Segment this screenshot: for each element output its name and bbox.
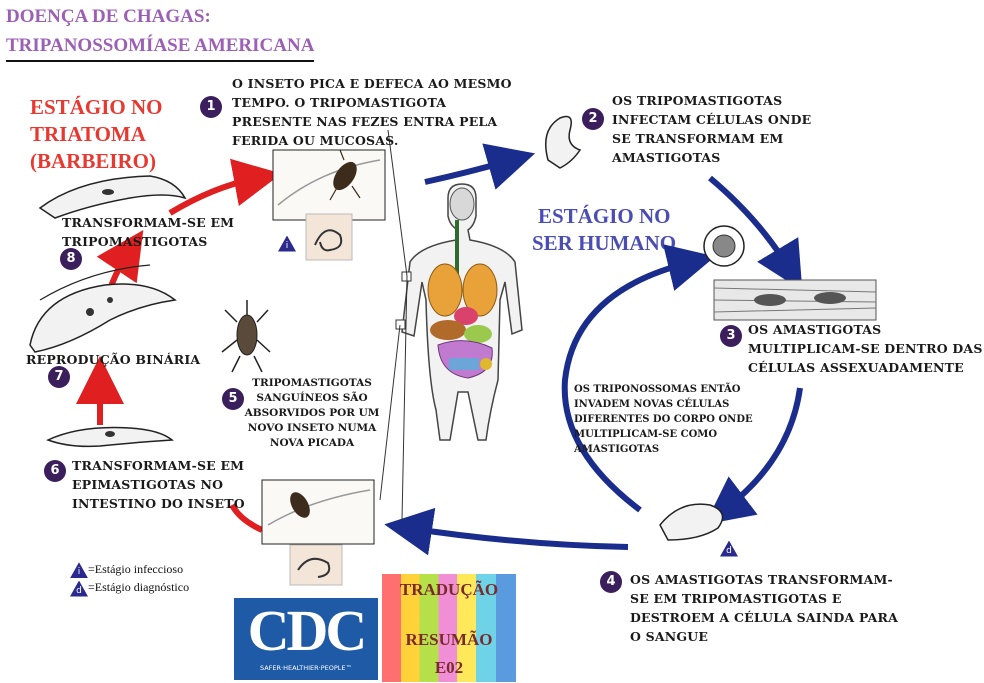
legend: i=Estágio infeccioso d=Estágio diagnósti… <box>70 560 189 597</box>
step-1-text: O INSETO PICA E DEFECA AO MESMO TEMPO. O… <box>232 74 512 150</box>
step-3-line: CÉLULAS ASSEXUADAMENTE <box>748 358 983 377</box>
infectious-stage-marker: i <box>278 233 296 252</box>
step-badge-6: 6 <box>44 460 66 482</box>
center-note-line: DIFERENTES DO CORPO ONDE <box>574 412 753 427</box>
step-badge-2: 2 <box>582 108 604 130</box>
step-badge-5: 5 <box>222 388 244 410</box>
center-note: OS TRIPONOSSOMAS ENTÃO INVADEM NOVAS CÉL… <box>574 382 753 457</box>
bite-box-bottom <box>262 480 374 544</box>
trypomastigote-parasite-8 <box>40 176 185 218</box>
step-1-line: PRESENTE NAS FEZES ENTRA PELA <box>232 112 512 131</box>
step-7-text: REPRODUÇÃO BINÁRIA <box>26 350 200 369</box>
trypomastigote-parasite-2 <box>546 117 580 169</box>
trypomastigote-inset-top <box>306 214 352 260</box>
step-6-line: INTESTINO DO INSETO <box>72 494 245 513</box>
translation-badge-line-3: E02 <box>382 658 516 678</box>
cdc-logo: CDC SAFER·HEALTHIER·PEOPLE™ <box>234 598 378 680</box>
step-4-text: OS AMASTIGOTAS TRANSFORMAM- SE EM TRIPOM… <box>630 570 898 646</box>
diagnostic-legend-icon: d <box>70 581 88 597</box>
step-1-line: FERIDA OU MUCOSAS. <box>232 131 512 150</box>
step-6-line: EPIMASTIGOTAS NO <box>72 475 245 494</box>
step-5-line: SANGUÍNEOS SÃO <box>244 391 380 406</box>
step-4-line: OS AMASTIGOTAS TRANSFORMAM- <box>630 570 898 589</box>
translation-badge-line-1: TRADUÇÃO <box>382 580 516 600</box>
center-note-line: OS TRIPONOSSOMAS ENTÃO <box>574 382 753 397</box>
step-2-line: INFECTAM CÉLULAS ONDE <box>612 110 811 129</box>
trypomastigote-parasite-4 <box>660 504 723 540</box>
diagnostic-stage-icon: d <box>720 541 738 557</box>
infectious-legend-icon: i <box>70 562 88 578</box>
step-4-line: SE EM TRIPOMASTIGOTAS E <box>630 589 898 608</box>
step-2-line: OS TRIPOMASTIGOTAS <box>612 91 811 110</box>
center-note-line: MULTIPLICAM-SE COMO <box>574 427 753 442</box>
center-note-line: AMASTIGOTAS <box>574 442 753 457</box>
step-7-line: REPRODUÇÃO BINÁRIA <box>26 350 200 369</box>
cdc-logo-tagline: SAFER·HEALTHIER·PEOPLE™ <box>234 664 378 672</box>
step-3-line: OS AMASTIGOTAS <box>748 320 983 339</box>
step-2-line: SE TRANSFORMAM EM <box>612 129 811 148</box>
step-5-line: NOVA PICADA <box>244 436 380 451</box>
legend-diagnostic: d=Estágio diagnóstico <box>70 578 189 596</box>
step-1-line: TEMPO. O TRIPOMASTIGOTA <box>232 93 512 112</box>
step-8-text: TRANSFORMAM-SE EM TRIPOMASTIGOTAS <box>62 213 234 251</box>
step-2-line: AMASTIGOTAS <box>612 148 811 167</box>
step-5-text: TRIPOMASTIGOTAS SANGUÍNEOS SÃO ABSORVIDO… <box>244 376 380 451</box>
step-badge-1: 1 <box>200 96 222 118</box>
step-6-text: TRANSFORMAM-SE EM EPIMASTIGOTAS NO INTES… <box>72 456 245 513</box>
step-4-line: O SANGUE <box>630 627 898 646</box>
blue-arrow-4-to-5 <box>408 528 628 547</box>
human-body-illustration <box>380 130 522 520</box>
step-1-line: O INSETO PICA E DEFECA AO MESMO <box>232 74 512 93</box>
step-6-line: TRANSFORMAM-SE EM <box>72 456 245 475</box>
step-2-text: OS TRIPOMASTIGOTAS INFECTAM CÉLULAS ONDE… <box>612 91 811 167</box>
step-badge-7: 7 <box>48 366 70 388</box>
legend-diagnostic-label: =Estágio diagnóstico <box>88 580 189 594</box>
translation-badge-line-2: RESUMÃO <box>382 630 516 650</box>
step-5-line: TRIPOMASTIGOTAS <box>244 376 380 391</box>
step-5-line: NOVO INSETO NUMA <box>244 421 380 436</box>
step-8-line: TRANSFORMAM-SE EM <box>62 213 234 232</box>
binary-fission-parasite-7 <box>30 284 175 352</box>
step-badge-4: 4 <box>600 571 622 593</box>
infectious-stage-icon: i <box>278 236 296 252</box>
bite-box-top <box>273 150 385 220</box>
step-8-line: TRIPOMASTIGOTAS <box>62 232 234 251</box>
legend-infectious: i=Estágio infeccioso <box>70 560 189 578</box>
legend-infectious-label: =Estágio infeccioso <box>88 562 183 576</box>
trypomastigote-inset-bottom <box>290 545 342 585</box>
diagnostic-stage-marker: d <box>720 538 738 557</box>
step-3-line: MULTIPLICAM-SE DENTRO DAS <box>748 339 983 358</box>
translation-badge: TRADUÇÃO RESUMÃO E02 <box>382 574 516 682</box>
cdc-logo-text: CDC <box>234 598 378 664</box>
step-5-line: ABSORVIDOS POR UM <box>244 406 380 421</box>
step-badge-3: 3 <box>720 325 742 347</box>
step-badge-8: 8 <box>60 248 82 270</box>
center-note-line: INVADEM NOVAS CÉLULAS <box>574 397 753 412</box>
blue-arrow-1-to-2 <box>425 160 512 182</box>
step-3-text: OS AMASTIGOTAS MULTIPLICAM-SE DENTRO DAS… <box>748 320 983 377</box>
kissing-bug-illustration <box>222 300 270 372</box>
step-4-line: DESTROEM A CÉLULA SAINDA PARA <box>630 608 898 627</box>
